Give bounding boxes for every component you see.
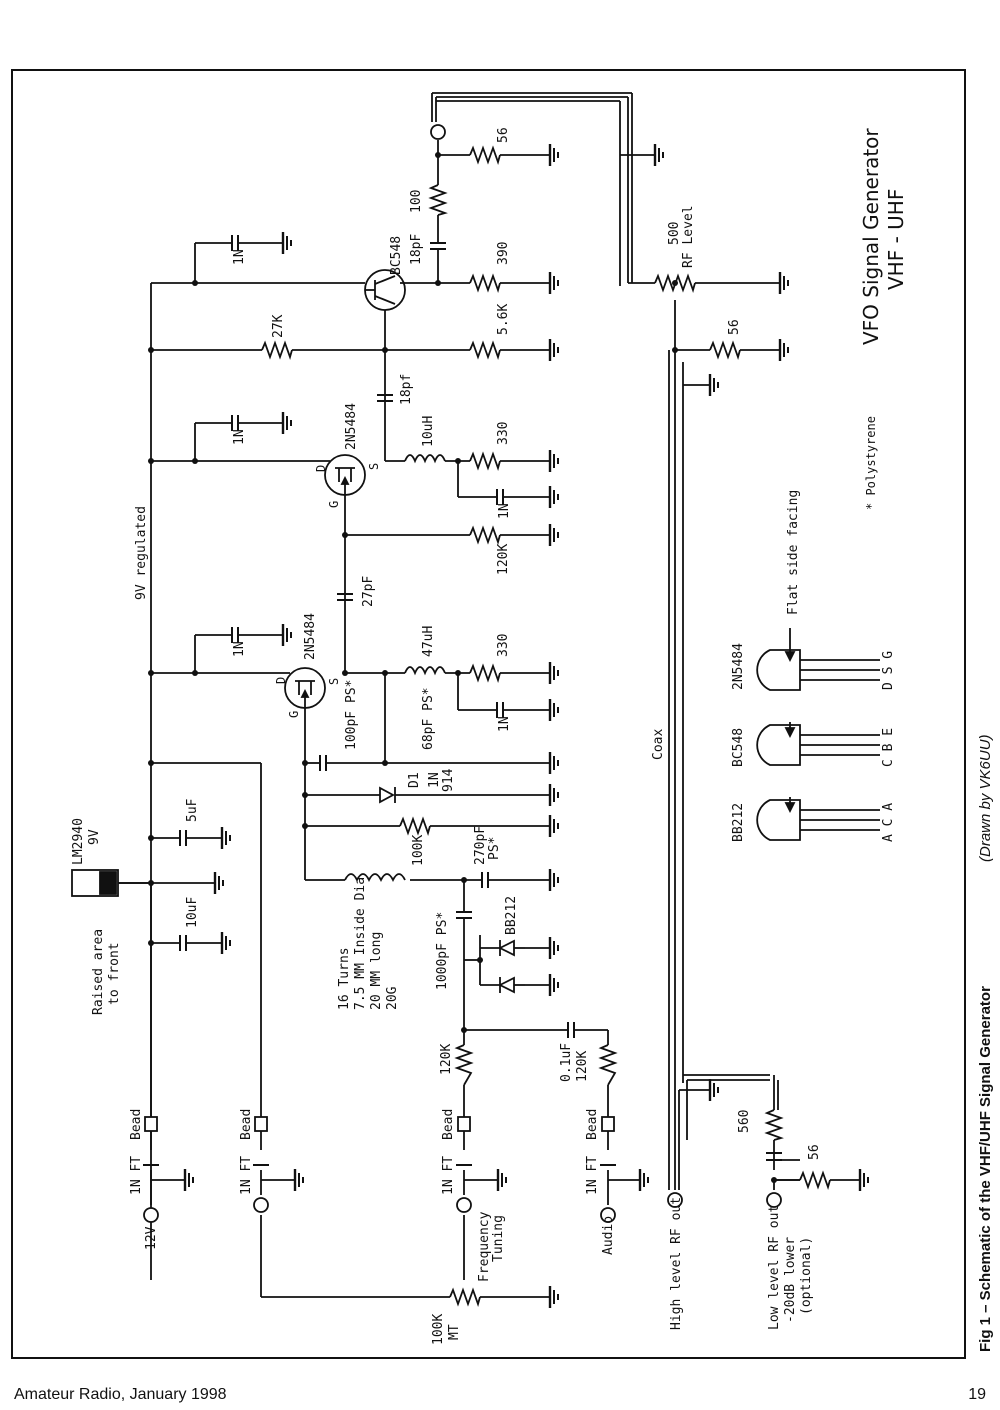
label-c-270pf-2: PS*	[487, 837, 502, 860]
label-c-1n-b: 1N	[232, 429, 247, 445]
label-freq-2: Tuning	[491, 1215, 506, 1262]
label-pin-g1: G	[327, 501, 341, 508]
label-c-270pf-1: 270pF	[473, 826, 488, 865]
label-feed-4: 1N FT	[585, 1156, 600, 1195]
label-r-56-mid: 56	[727, 319, 742, 335]
pinout-pins-2n5484: D S G	[881, 651, 896, 690]
label-d1-type-2: 914	[441, 768, 456, 792]
label-c-1n-d: 1N	[497, 503, 512, 519]
label-r-560: 560	[737, 1110, 752, 1133]
label-pot-100k-1: 100K	[431, 1314, 446, 1345]
label-feed-3: 1N FT	[441, 1156, 456, 1195]
label-coax: Coax	[651, 729, 666, 760]
label-pin-g2: G	[287, 711, 301, 718]
pinout-diagrams	[756, 628, 880, 841]
schematic-labels: VFO Signal Generator VHF - UHF 9V regula…	[71, 127, 994, 1352]
label-bead-2: Bead	[239, 1109, 254, 1140]
label-r-120k-a: 120K	[496, 544, 511, 575]
label-c-100pf: 100pF PS*	[344, 680, 359, 750]
label-c-68pf: 68pF PS*	[421, 687, 436, 750]
label-out-high: High level RF out	[669, 1197, 684, 1330]
title-line2: VHF - UHF	[884, 189, 908, 290]
label-raised-2: to front	[107, 942, 122, 1005]
label-c-5uf: 5uF	[185, 798, 200, 822]
label-reg-volt: 9V	[87, 829, 102, 845]
label-q-fet2: 2N5484	[344, 403, 359, 450]
inductors	[344, 454, 446, 883]
pinout-pins-bc548: C B E	[881, 728, 896, 767]
label-d1: D1	[407, 772, 422, 788]
label-rail: 9V regulated	[134, 506, 149, 600]
label-pin-s2: S	[327, 678, 341, 685]
label-r-100k: 100K	[411, 835, 426, 866]
label-coil-4: 20G	[385, 986, 400, 1010]
pinout-name-2n5484: 2N5484	[731, 643, 746, 690]
footer-publication: Amateur Radio, January 1998	[14, 1386, 227, 1403]
label-r-390: 390	[496, 242, 511, 265]
label-r-500-1: 500	[667, 222, 682, 245]
label-r-330-a: 330	[496, 422, 511, 445]
label-r-330-b: 330	[496, 634, 511, 657]
label-c-1n-e: 1N	[497, 716, 512, 732]
label-in-12v: 12V	[144, 1226, 159, 1250]
label-coil-3: 20 MM long	[369, 932, 384, 1010]
pinout-name-bc548: BC548	[731, 728, 746, 767]
label-r-100: 100	[409, 190, 424, 213]
label-out-low-3: (optional)	[799, 1237, 814, 1315]
label-r-27k: 27K	[271, 314, 286, 338]
label-c-1n-a: 1N	[232, 249, 247, 265]
label-r-56-low: 56	[807, 1144, 822, 1160]
label-feed-2: 1N FT	[239, 1156, 254, 1195]
label-c-18pf-b: 18pf	[399, 374, 414, 405]
label-polystyrene: * Polystyrene	[864, 416, 878, 510]
label-c-18pf-a: 18pF	[409, 234, 424, 265]
page-number: 19	[968, 1386, 986, 1403]
label-l-47uh: 47uH	[421, 626, 436, 657]
transistor-symbols	[295, 275, 396, 708]
label-d-bb212: BB212	[504, 896, 519, 935]
label-l-10uh: 10uH	[421, 416, 436, 447]
label-out-low-1: Low level RF out	[767, 1205, 782, 1330]
label-c-01uf: 0.1uF	[559, 1043, 574, 1082]
label-pin-s1: S	[367, 463, 381, 470]
label-pin-d1: D	[314, 465, 328, 472]
label-pot-100k-2: MT	[447, 1324, 462, 1340]
label-r-500-2: RF Level	[681, 205, 696, 268]
label-q-bc548: BC548	[389, 236, 404, 275]
label-coil-2: 7.5 MM Inside Dia	[353, 877, 368, 1010]
label-d1-type-1: 1N	[427, 772, 442, 788]
label-raised-1: Raised area	[91, 929, 106, 1015]
label-bead-1: Bead	[129, 1109, 144, 1140]
label-bead-4: Bead	[585, 1109, 600, 1140]
label-coil-1: 16 Turns	[337, 947, 352, 1010]
label-q-fet1: 2N5484	[303, 613, 318, 660]
label-flat-side: Flat side facing	[786, 490, 801, 615]
label-feed-1: 1N FT	[129, 1156, 144, 1195]
label-pin-d2: D	[274, 677, 288, 684]
label-c-1n-c: 1N	[232, 641, 247, 657]
label-out-low-2: -20dB lower	[783, 1237, 798, 1323]
label-r-56-top: 56	[496, 127, 511, 143]
label-c-27pf: 27pF	[361, 576, 376, 607]
label-in-audio: Audio	[601, 1216, 616, 1255]
caption-main: Fig 1 – Schematic of the VHF/UHF Signal …	[977, 986, 994, 1352]
label-bead-3: Bead	[441, 1109, 456, 1140]
label-reg-name: LM2940	[71, 818, 86, 865]
connectors	[71, 124, 782, 1223]
capacitors	[143, 235, 782, 1166]
label-r-120k-c: 120K	[575, 1051, 590, 1082]
label-r-120k-b: 120K	[439, 1044, 454, 1075]
page-border	[11, 69, 966, 1359]
label-c-10uf: 10uF	[185, 897, 200, 928]
caption-credit: (Drawn by VK6UU)	[977, 734, 994, 862]
pinout-pins-bb212: A C A	[881, 803, 896, 842]
label-r-5k6: 5.6K	[496, 304, 511, 335]
label-c-1000pf: 1000pF PS*	[435, 912, 450, 990]
junction-dots	[148, 152, 777, 1183]
title-line1: VFO Signal Generator	[859, 128, 883, 345]
diodes	[379, 786, 525, 994]
pinout-name-bb212: BB212	[731, 803, 746, 842]
label-freq-1: Frequency	[477, 1211, 492, 1282]
